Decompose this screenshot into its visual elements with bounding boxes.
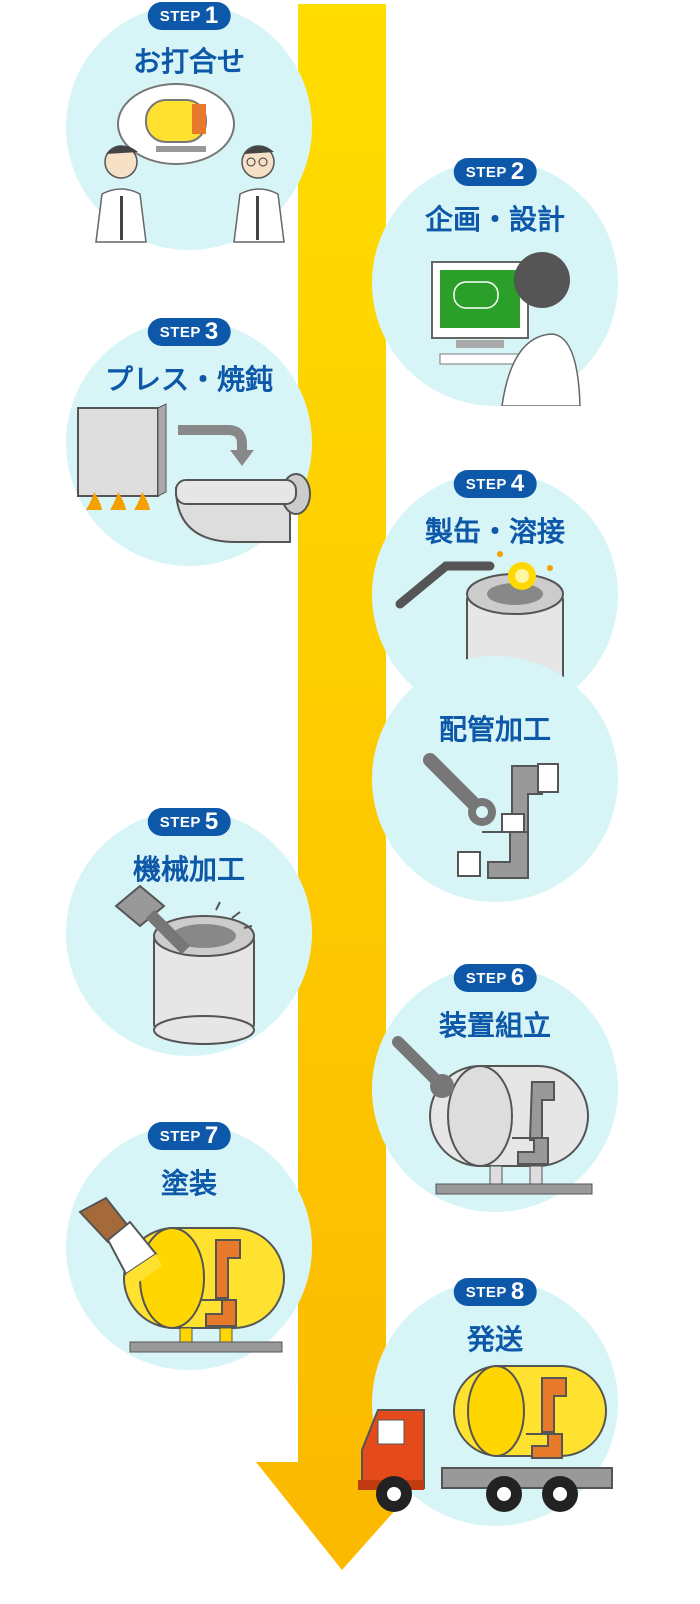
step-title: 機械加工 xyxy=(132,853,245,886)
press-annealing-icon xyxy=(77,403,311,543)
step-title: お打合せ xyxy=(132,45,245,78)
painting-icon xyxy=(78,1196,285,1353)
step-title: 配管加工 xyxy=(438,713,551,746)
step-title: プレス・焼鈍 xyxy=(104,363,273,396)
shipping-truck-icon xyxy=(358,1365,613,1512)
step-title: 装置組立 xyxy=(438,1009,551,1042)
step-title: 塗装 xyxy=(160,1167,217,1200)
step-title: 発送 xyxy=(466,1323,523,1356)
step-title: 企画・設計 xyxy=(424,203,565,236)
assembly-icon xyxy=(392,1036,593,1195)
step-title: 製缶・溶接 xyxy=(424,515,565,548)
machining-icon xyxy=(114,884,255,1045)
meeting-icon xyxy=(95,83,285,243)
design-computer-icon xyxy=(431,252,581,406)
piping-step: 配管加工 xyxy=(372,656,618,902)
piping-icon xyxy=(423,753,559,879)
